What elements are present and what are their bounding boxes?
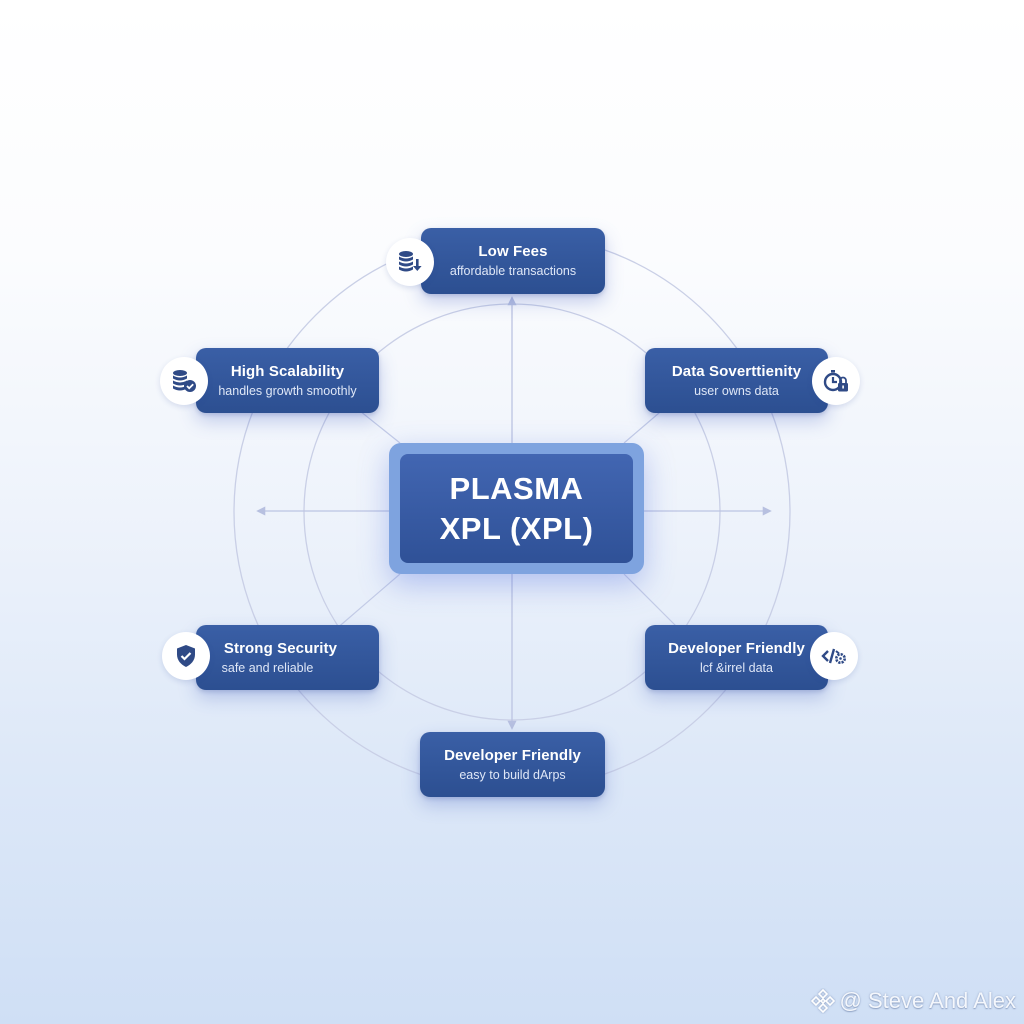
coins-down-arrow-icon <box>386 238 434 286</box>
shield-check-icon <box>162 632 210 680</box>
center-title-line1: PLASMA <box>449 470 584 506</box>
connector-diag-br <box>623 573 681 631</box>
node-title: Data Soverttienity <box>671 362 802 380</box>
node-title: Strong Security <box>223 639 338 657</box>
coins-check-icon <box>160 357 208 405</box>
binance-logo-icon <box>810 988 835 1014</box>
node-subtitle: affordable transactions <box>449 264 577 278</box>
watermark: @ Steve And Alex <box>810 988 1016 1014</box>
node-subtitle: lcf &irrel data <box>700 660 773 675</box>
node-title: High Scalability <box>230 362 345 380</box>
center-node[interactable]: PLASMA XPL (XPL) <box>389 443 644 574</box>
center-title-line2: XPL (XPL) <box>439 510 594 546</box>
node-title: Developer Friendly <box>668 639 805 657</box>
node-developer-friendly-bottom[interactable]: Developer Friendly easy to build dArps <box>420 732 605 797</box>
node-low-fees[interactable]: Low Fees affordable transactions <box>421 228 605 294</box>
node-subtitle: user owns data <box>694 383 779 398</box>
connector-diag-bl <box>334 573 401 631</box>
node-subtitle: handles growth smoothly <box>218 383 357 398</box>
node-title: Low Fees <box>478 243 548 260</box>
code-gear-icon <box>810 632 858 680</box>
node-subtitle: safe and reliable <box>221 660 314 675</box>
node-subtitle: easy to build dArps <box>459 767 566 782</box>
watermark-text: @ Steve And Alex <box>839 988 1016 1013</box>
center-node-inner: PLASMA XPL (XPL) <box>400 454 633 563</box>
node-high-scalability[interactable]: High Scalability handles growth smoothly <box>196 348 379 413</box>
node-developer-friendly-right[interactable]: Developer Friendly lcf &irrel data <box>645 625 828 690</box>
node-data-sovereignty[interactable]: Data Soverttienity user owns data <box>645 348 828 413</box>
node-title: Developer Friendly <box>444 746 581 764</box>
node-strong-security[interactable]: Strong Security safe and reliable <box>196 625 379 690</box>
stopwatch-lock-icon <box>812 357 860 405</box>
